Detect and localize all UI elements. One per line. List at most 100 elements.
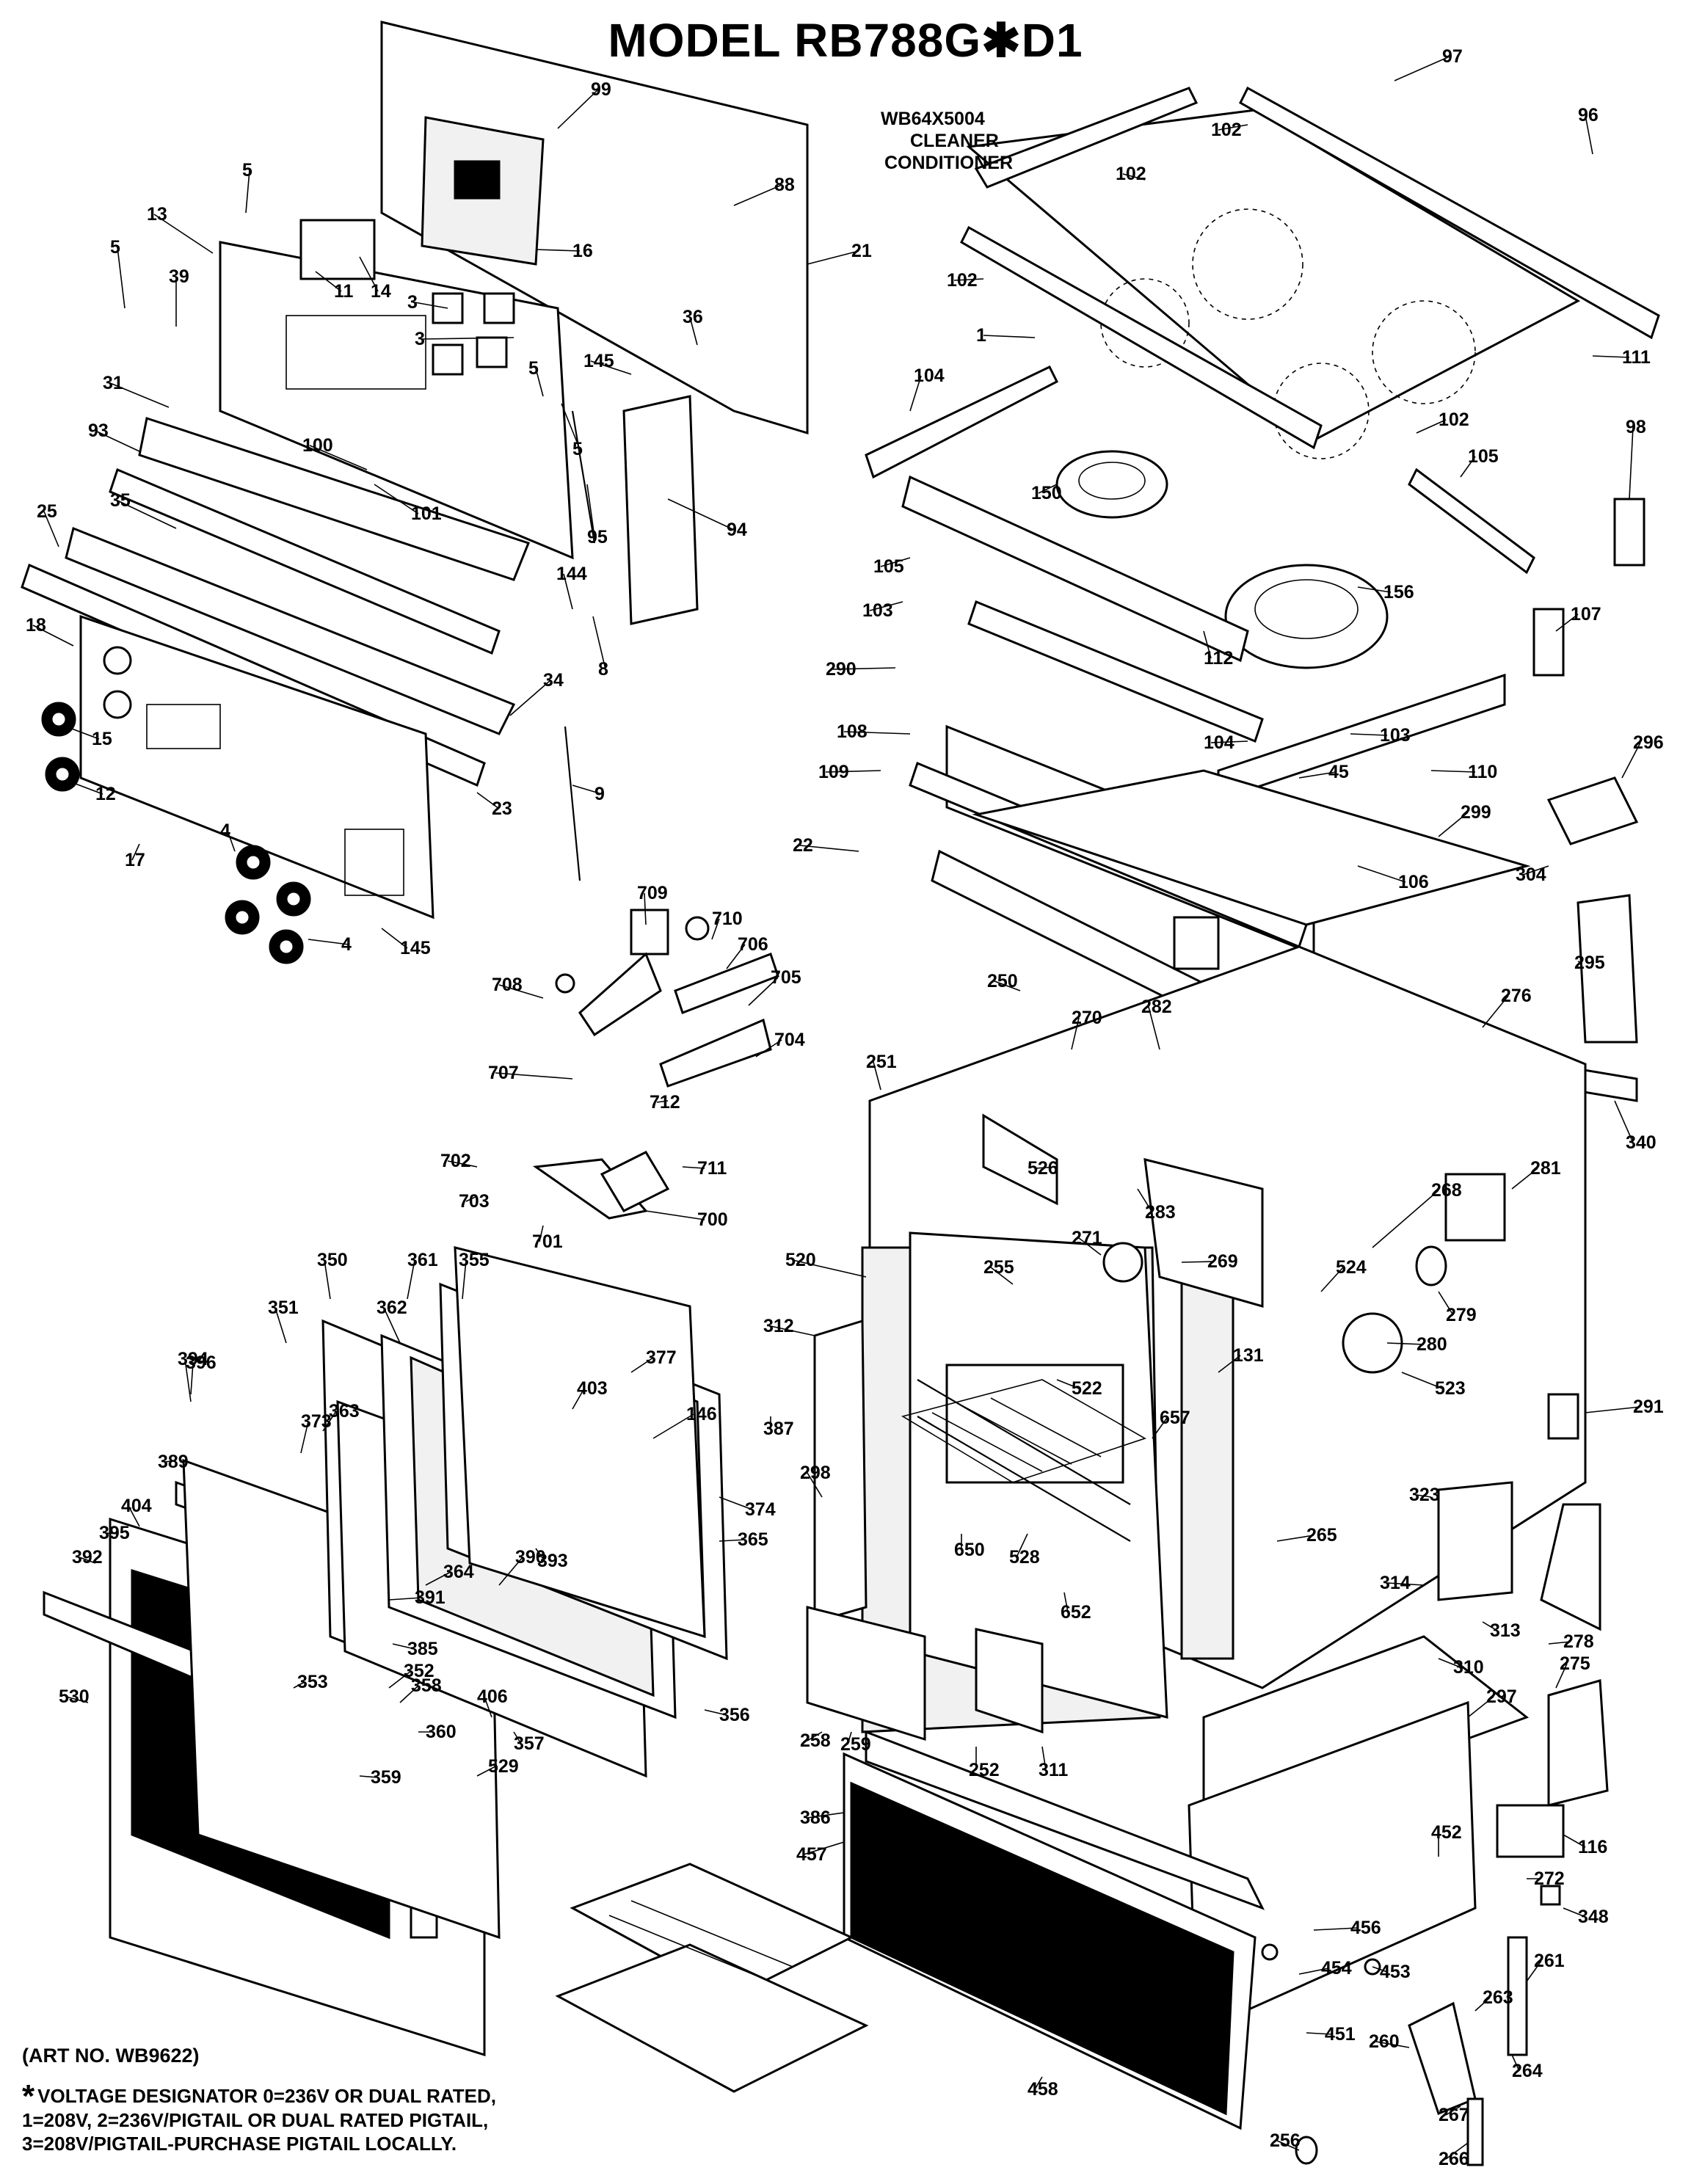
cooktop-frame-part bbox=[865, 86, 1660, 575]
leader-line bbox=[799, 845, 859, 852]
leader-line bbox=[873, 1061, 881, 1091]
leader-line bbox=[645, 1210, 705, 1220]
part-number-label: 251 bbox=[866, 1052, 897, 1072]
leader-line bbox=[953, 278, 984, 281]
leader-line bbox=[1401, 1372, 1443, 1389]
part-number-label: 359 bbox=[371, 1767, 401, 1788]
part-number-label: 4 bbox=[341, 934, 352, 955]
part-number-label: 261 bbox=[1534, 1951, 1565, 1971]
part-number-label: 361 bbox=[407, 1250, 438, 1270]
leader-line bbox=[825, 770, 881, 773]
part-number-label: 312 bbox=[763, 1316, 794, 1336]
rear-panel-part bbox=[380, 21, 809, 435]
leader-line bbox=[392, 1643, 415, 1650]
leader-line bbox=[109, 382, 170, 408]
part-number-label: 710 bbox=[712, 909, 743, 929]
part-number-label: 252 bbox=[969, 1760, 1000, 1780]
part-number-label: 131 bbox=[1233, 1345, 1264, 1366]
leader-line bbox=[1563, 1834, 1586, 1848]
broiler-and-bake-elements-part bbox=[982, 916, 1264, 1308]
leader-line bbox=[535, 249, 581, 252]
leader-line bbox=[689, 316, 698, 346]
leader-line bbox=[1218, 124, 1248, 131]
broiler-pan-part bbox=[555, 1863, 869, 2093]
part-number-label: 265 bbox=[1306, 1525, 1337, 1546]
leader-line bbox=[465, 1195, 478, 1202]
part-number-label: 291 bbox=[1633, 1397, 1664, 1417]
cooktop-glass-part bbox=[966, 109, 1581, 459]
leader-line bbox=[1350, 733, 1388, 736]
footnote-line-1: VOLTAGE DESIGNATOR 0=236V OR DUAL RATED, bbox=[37, 2085, 496, 2107]
part-number-label: 105 bbox=[1468, 446, 1499, 467]
part-number-label: 403 bbox=[577, 1378, 608, 1399]
leader-line bbox=[1063, 1592, 1069, 1613]
leader-line bbox=[106, 1532, 118, 1535]
leader-line bbox=[1577, 961, 1582, 964]
part-number-label: 278 bbox=[1563, 1631, 1594, 1652]
part-number-label: 704 bbox=[774, 1030, 805, 1050]
leader-line bbox=[847, 1731, 852, 1745]
leader-line bbox=[994, 980, 1021, 991]
leader-line bbox=[539, 1225, 544, 1242]
part-number-label: 700 bbox=[697, 1209, 728, 1230]
leader-line bbox=[803, 1841, 845, 1855]
part-number-label: 106 bbox=[1398, 872, 1429, 892]
part-number-label: 657 bbox=[1160, 1408, 1190, 1428]
leader-line bbox=[462, 1259, 467, 1300]
part-number-label: 1 bbox=[976, 325, 986, 346]
part-number-label: 12 bbox=[95, 784, 116, 804]
part-number-label: 15 bbox=[92, 729, 112, 749]
part-number-label: 296 bbox=[1633, 732, 1664, 753]
leader-line bbox=[807, 1812, 845, 1819]
part-number-label: 101 bbox=[411, 503, 442, 524]
leader-line bbox=[983, 335, 1036, 338]
part-number-label: 18 bbox=[26, 615, 46, 636]
leader-line bbox=[792, 1259, 867, 1278]
footnote-asterisk: * bbox=[22, 2078, 35, 2114]
leader-line bbox=[131, 843, 140, 861]
leader-line bbox=[476, 1766, 496, 1777]
leader-line bbox=[359, 256, 379, 292]
leader-line bbox=[495, 1072, 573, 1080]
part-number-label: 528 bbox=[1009, 1547, 1040, 1568]
leader-line bbox=[388, 1670, 412, 1689]
part-number-label: 314 bbox=[1380, 1573, 1411, 1593]
part-number-label: 280 bbox=[1417, 1334, 1447, 1355]
leader-line bbox=[300, 1421, 309, 1454]
leader-line bbox=[563, 573, 573, 610]
leader-line bbox=[1445, 2142, 1469, 2160]
leader-line bbox=[652, 1413, 694, 1439]
part-number-label: 14 bbox=[371, 281, 391, 302]
leader-line bbox=[1416, 1494, 1432, 1498]
leader-line bbox=[1563, 1907, 1586, 1918]
leader-line bbox=[315, 271, 342, 292]
leader-line bbox=[309, 445, 368, 470]
leader-line bbox=[65, 1696, 89, 1703]
part-number-label: 95 bbox=[587, 527, 608, 547]
part-number-label: 110 bbox=[1468, 762, 1497, 782]
part-number-label: 25 bbox=[37, 501, 57, 522]
leader-line bbox=[324, 1259, 331, 1300]
part-number-label: 705 bbox=[771, 967, 801, 988]
part-number-label: 266 bbox=[1439, 2149, 1469, 2169]
part-number-label: 392 bbox=[72, 1547, 103, 1568]
part-number-label: 4 bbox=[220, 820, 230, 841]
part-number-label: 406 bbox=[477, 1686, 508, 1707]
leader-line bbox=[95, 430, 140, 452]
part-number-label: 36 bbox=[683, 307, 703, 327]
part-number-label: 711 bbox=[697, 1158, 727, 1179]
leader-line bbox=[535, 1548, 545, 1562]
part-number-label: 111 bbox=[1622, 347, 1651, 368]
leader-line bbox=[807, 1731, 823, 1741]
leader-line bbox=[1438, 1291, 1454, 1316]
leader-line bbox=[164, 1460, 177, 1463]
leader-line bbox=[1522, 865, 1549, 876]
part-number-label: 358 bbox=[411, 1675, 442, 1696]
part-number-label: 712 bbox=[650, 1092, 680, 1113]
leader-line bbox=[374, 484, 419, 514]
part-number-label: 259 bbox=[840, 1734, 871, 1755]
part-number-label: 356 bbox=[719, 1705, 750, 1725]
leader-line bbox=[535, 368, 544, 397]
leader-line bbox=[476, 792, 500, 809]
right-drawer-hardware-part bbox=[1261, 1679, 1609, 2166]
